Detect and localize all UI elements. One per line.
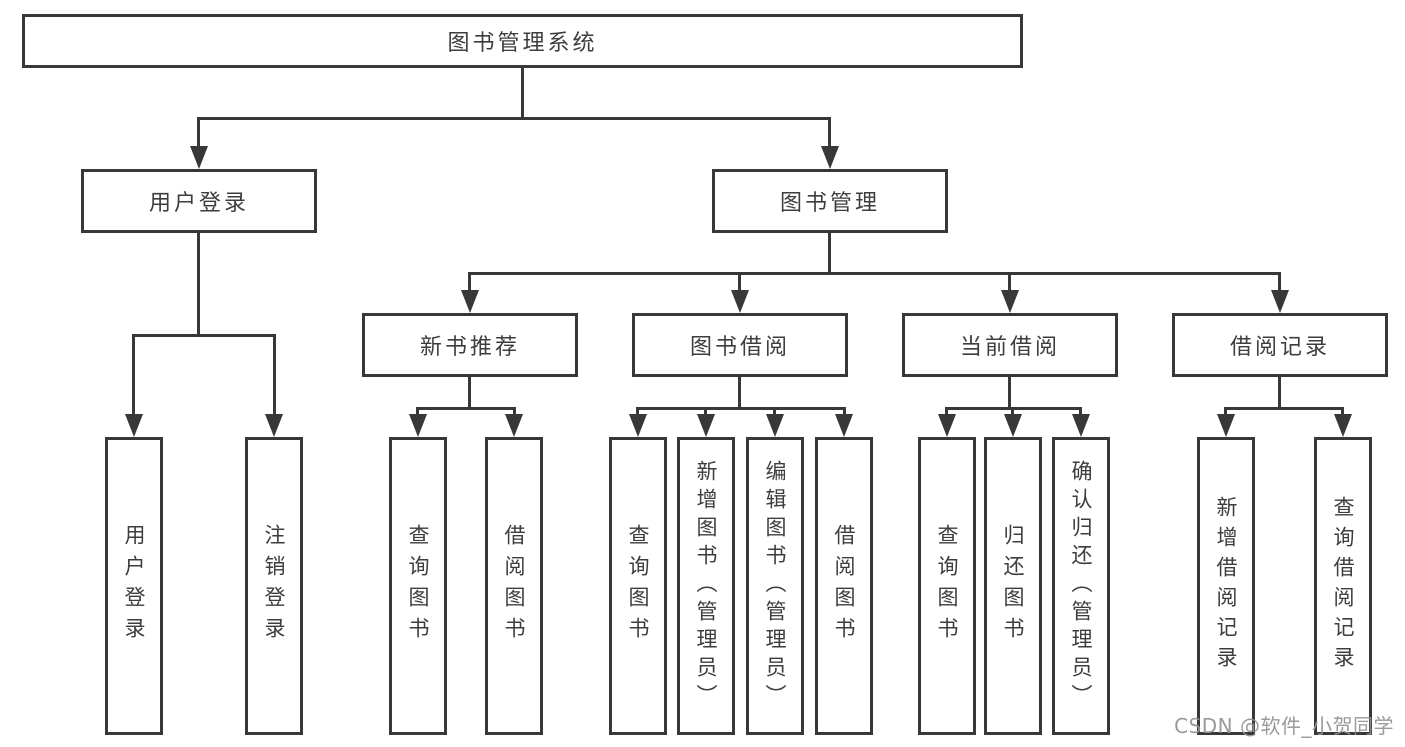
- connector-line: [1224, 407, 1227, 419]
- leaf-query-books-3: 查询图书: [918, 437, 976, 735]
- leaf-edit-book-admin: 编辑图书（管理员）: [746, 437, 804, 735]
- connector-line: [197, 117, 831, 120]
- connector-line: [1079, 407, 1082, 419]
- leaf-query-books-1: 查询图书: [389, 437, 447, 735]
- connector-line: [273, 334, 276, 417]
- leaf-confirm-return-admin: 确认归还（管理员）: [1052, 437, 1110, 735]
- arrowhead-icon: [409, 414, 427, 437]
- connector-line: [828, 233, 831, 274]
- leaf-add-borrow-record: 新增借阅记录: [1197, 437, 1255, 735]
- arrowhead-icon: [1217, 414, 1235, 437]
- connector-line: [416, 407, 516, 410]
- leaf-add-book-admin: 新增图书（管理员）: [677, 437, 735, 735]
- arrowhead-icon: [1072, 414, 1090, 437]
- arrowhead-icon: [1004, 414, 1022, 437]
- arrowhead-icon: [697, 414, 715, 437]
- connector-line: [828, 117, 831, 147]
- arrowhead-icon: [265, 414, 283, 437]
- arrowhead-icon: [505, 414, 523, 437]
- node-user-login: 用户登录: [81, 169, 317, 233]
- connector-line: [1341, 407, 1344, 419]
- connector-line: [738, 272, 741, 294]
- arrowhead-icon: [1271, 290, 1289, 313]
- node-root-library-system: 图书管理系统: [22, 14, 1023, 68]
- connector-line: [1008, 377, 1011, 410]
- connector-line: [468, 272, 471, 294]
- leaf-return-book: 归还图书: [984, 437, 1042, 735]
- connector-line: [1278, 272, 1281, 294]
- connector-line: [513, 407, 516, 419]
- watermark: CSDN @软件_小贺同学: [1174, 714, 1394, 738]
- connector-line: [738, 377, 741, 410]
- arrowhead-icon: [766, 414, 784, 437]
- arrowhead-icon: [125, 414, 143, 437]
- arrowhead-icon: [835, 414, 853, 437]
- arrowhead-icon: [938, 414, 956, 437]
- connector-line: [843, 407, 846, 419]
- connector-line: [468, 377, 471, 410]
- leaf-borrow-books-1: 借阅图书: [485, 437, 543, 735]
- connector-line: [521, 68, 524, 118]
- connector-line: [1011, 407, 1014, 419]
- leaf-user-login: 用户登录: [105, 437, 163, 735]
- connector-line: [1278, 377, 1281, 410]
- arrowhead-icon: [190, 146, 208, 169]
- connector-line: [636, 407, 639, 419]
- connector-line: [132, 334, 276, 337]
- connector-line: [197, 117, 200, 147]
- connector-line: [1224, 407, 1344, 410]
- connector-line: [468, 272, 1281, 275]
- leaf-query-borrow-record: 查询借阅记录: [1314, 437, 1372, 735]
- arrowhead-icon: [1001, 290, 1019, 313]
- node-book-management: 图书管理: [712, 169, 948, 233]
- node-borrowing-records: 借阅记录: [1172, 313, 1388, 377]
- connector-line: [416, 407, 419, 419]
- connector-line: [636, 407, 846, 410]
- node-new-book-recommend: 新书推荐: [362, 313, 578, 377]
- connector-line: [132, 334, 135, 417]
- connector-line: [1008, 272, 1011, 294]
- arrowhead-icon: [1334, 414, 1352, 437]
- leaf-borrow-books-2: 借阅图书: [815, 437, 873, 735]
- node-book-borrowing: 图书借阅: [632, 313, 848, 377]
- node-current-borrowing: 当前借阅: [902, 313, 1118, 377]
- arrowhead-icon: [461, 290, 479, 313]
- arrowhead-icon: [821, 146, 839, 169]
- arrowhead-icon: [731, 290, 749, 313]
- connector-line: [704, 407, 707, 419]
- connector-line: [773, 407, 776, 419]
- connector-line: [197, 233, 200, 336]
- arrowhead-icon: [629, 414, 647, 437]
- leaf-logout: 注销登录: [245, 437, 303, 735]
- leaf-query-books-2: 查询图书: [609, 437, 667, 735]
- connector-line: [945, 407, 948, 419]
